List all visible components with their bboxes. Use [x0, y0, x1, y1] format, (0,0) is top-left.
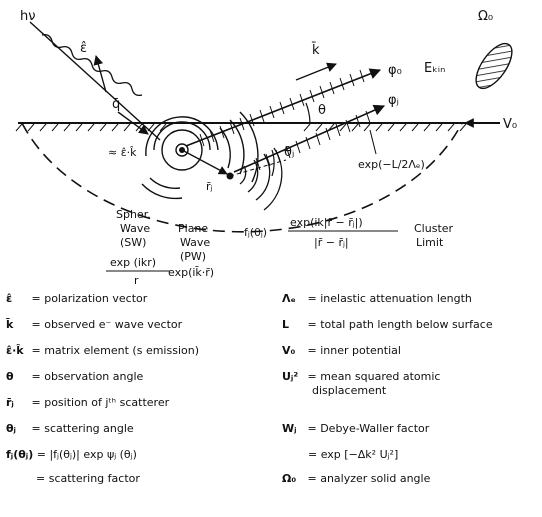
legend-left-row: k̄ = observed e⁻ wave vector [6, 318, 182, 331]
legend-left-row: ε̂ = polarization vector [6, 292, 147, 305]
sw-label-line2: Wave [120, 222, 150, 235]
legend-text: = observation angle [31, 370, 144, 383]
legend-symbol: ε̂·k̂ [6, 344, 24, 357]
ekin-label: Eₖᵢₙ [424, 61, 445, 76]
legend-text: = matrix element (s emission) [31, 344, 200, 357]
legend-right-row: L = total path length below surface [282, 318, 493, 331]
legend-text: = analyzer solid angle [307, 472, 431, 485]
spherical-wave-circles [141, 111, 259, 200]
legend-left-row: θⱼ = scattering angle [6, 422, 134, 435]
cluster-label-line2: Limit [416, 236, 444, 249]
direct-wave-path [185, 68, 382, 147]
rj-label: r̄ⱼ [206, 180, 213, 193]
legend-text: = total path length below surface [307, 318, 493, 331]
legend-left-row: θ = observation angle [6, 370, 143, 383]
surface-line [15, 122, 500, 132]
legend-right-row: Uⱼ² = mean squared atomic [282, 370, 440, 383]
legend-symbol: θⱼ [6, 422, 16, 435]
legend-text: = scattering factor [36, 472, 140, 485]
incident-photon-wave [41, 33, 143, 97]
legend-symbol: Ω₀ [282, 472, 297, 485]
legend-text: = mean squared atomic [307, 370, 441, 383]
observed-wavevector-arrow [295, 62, 337, 81]
rj-vector [181, 149, 228, 175]
legend-right-row: Wⱼ = Debye-Waller factor [282, 422, 429, 435]
sw-label-line1: Spher. [116, 208, 151, 221]
matrix-approx-label: ≈ ε̂·k̂ [108, 146, 137, 159]
legend-right-row: displacement [312, 384, 386, 397]
observed-wavevector-label: k̄ [311, 43, 320, 58]
theta-arc [305, 102, 311, 124]
polarization-arrow [93, 55, 107, 93]
analyzer-solid-angle [475, 42, 513, 90]
polarization-label: ε̂ [80, 41, 87, 56]
incident-photon-line [29, 21, 161, 141]
legend-left-row: = scattering factor [36, 472, 140, 485]
cluster-limit-boundary [21, 122, 463, 233]
legend-text: = scattering angle [31, 422, 134, 435]
scattered-wave-arcs [239, 147, 283, 211]
v0-label: V₀ [503, 117, 517, 132]
legend-text: = exp [−Δk² Uⱼ²] [308, 448, 399, 461]
legend-text: = Debye-Waller factor [307, 422, 430, 435]
pw-label-line3: (PW) [180, 250, 206, 263]
legend-symbol: k̄ [6, 318, 14, 331]
legend-symbol: θ [6, 370, 14, 383]
legend-symbol: Wⱼ [282, 422, 297, 435]
legend-text: = observed e⁻ wave vector [31, 318, 183, 331]
legend-symbol: Λₑ [282, 292, 296, 305]
cluster-label-line1: Cluster [414, 222, 454, 235]
legend-text: = inelastic attenuation length [307, 292, 472, 305]
attenuation-pointer [369, 129, 377, 155]
legend-right-row: = exp [−Δk² Uⱼ²] [308, 448, 398, 461]
omega0-label: Ω₀ [478, 9, 493, 24]
photon-wavevector-label: q̄ [112, 97, 120, 112]
pw-formula: exp(ik̄·r̄) [168, 266, 214, 279]
scatter-denominator: |r̄ − r̄ⱼ| [314, 236, 349, 249]
sw-formula-numerator: exp (ikr) [110, 256, 156, 269]
legend-text: = inner potential [307, 344, 401, 357]
legend-left-row: fⱼ(θⱼ) = |fⱼ(θⱼ)| exp ψⱼ (θⱼ) [6, 448, 137, 461]
legend-symbol: L [282, 318, 290, 331]
legend-right-row: Ω₀ = analyzer solid angle [282, 472, 430, 485]
scattered-wave-path [233, 104, 386, 173]
pw-label-line1: Plane [178, 222, 208, 235]
legend-left-row: ε̂·k̂ = matrix element (s emission) [6, 344, 199, 357]
legend-text: displacement [312, 384, 387, 397]
attenuation-label: exp(−L/2Λₑ) [358, 158, 425, 171]
photon-label: hν [20, 9, 36, 24]
scatter-numerator: exp(ik|r̄ − r̄ⱼ|) [290, 216, 363, 229]
legend-left-row: r̄ⱼ = position of jᵗʰ scatterer [6, 396, 169, 409]
legend-right-row: V₀ = inner potential [282, 344, 401, 357]
scatter-prefix: fⱼ(θⱼ) [244, 226, 267, 239]
sw-label-line3: (SW) [120, 236, 146, 249]
legend-text: = |fⱼ(θⱼ)| exp ψⱼ (θⱼ) [36, 448, 137, 461]
photon-wavevector-arrow [117, 111, 149, 135]
legend-symbol: V₀ [282, 344, 296, 357]
legend-text: = polarization vector [31, 292, 148, 305]
legend-symbol: Uⱼ² [282, 370, 299, 383]
legend-symbol: r̄ⱼ [6, 396, 14, 409]
thetaj-label: θⱼ [284, 145, 294, 160]
legend-symbol: fⱼ(θⱼ) [6, 448, 34, 461]
legend-right-row: Λₑ = inelastic attenuation length [282, 292, 472, 305]
scatter-reference-line [229, 159, 287, 177]
sw-formula-denominator: r [134, 274, 139, 287]
pw-label-line2: Wave [180, 236, 210, 249]
legend-text: = position of jᵗʰ scatterer [31, 396, 170, 409]
theta-label: θ [318, 103, 326, 118]
legend-symbol: ε̂ [6, 292, 13, 305]
phij-label: φⱼ [388, 93, 399, 108]
phi0-label: φ₀ [388, 63, 402, 78]
